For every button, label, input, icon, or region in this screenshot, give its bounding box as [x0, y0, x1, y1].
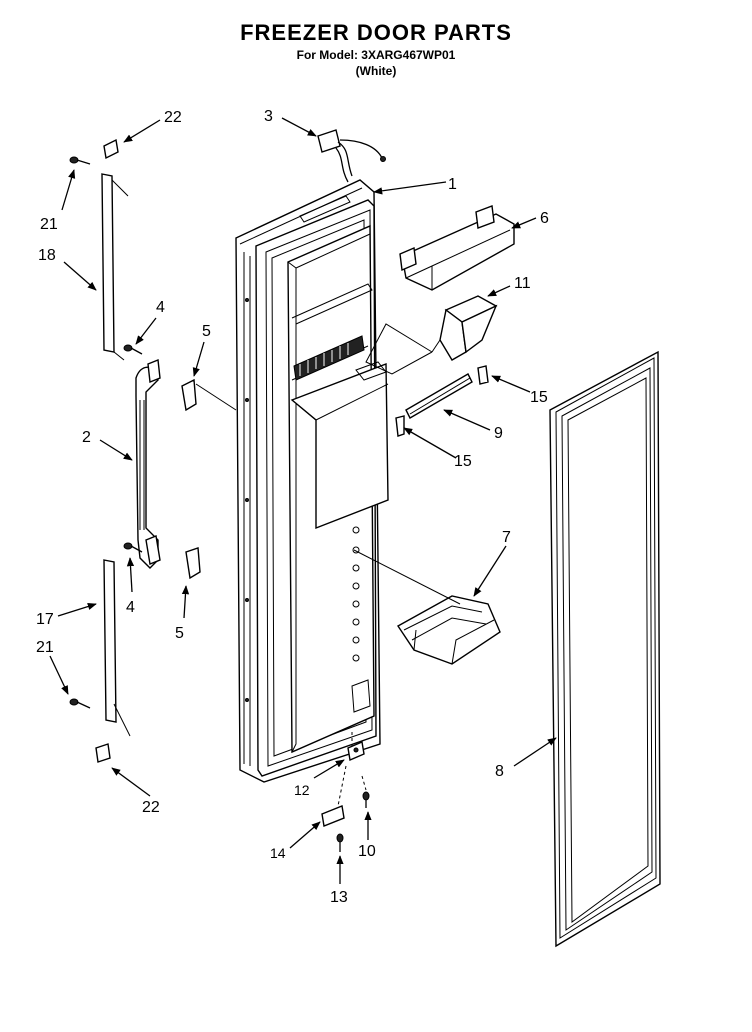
- upper-screw: [69, 156, 91, 165]
- upper-end-cap: [103, 138, 119, 160]
- door-shelf: [399, 205, 515, 291]
- callout-17: 17: [36, 611, 54, 628]
- lower-end-cap: [95, 743, 111, 763]
- hinge-pin-screw: [362, 791, 370, 808]
- upper-trim-strip: [101, 173, 115, 353]
- callout-12: 12: [294, 782, 310, 798]
- callout-21-lower: 21: [36, 639, 54, 656]
- freezer-door-panel: [235, 179, 389, 783]
- callout-labels: 1 2 3 4 4 5 5 6 7 8 9 10 11 12 13 14 15 …: [36, 108, 549, 906]
- door-handle: [135, 359, 161, 569]
- wire-harness: [317, 129, 386, 183]
- callout-5-lower: 5: [175, 625, 184, 642]
- callout-22-lower: 22: [142, 799, 160, 816]
- trim-plug-upper: [181, 378, 197, 412]
- callout-5-upper: 5: [202, 323, 211, 340]
- mounting-holes: [352, 526, 360, 662]
- guide-rail: [405, 373, 473, 419]
- callout-21-upper: 21: [40, 216, 58, 233]
- callout-13: 13: [330, 889, 348, 906]
- callout-18: 18: [38, 247, 56, 264]
- leader-lines: [49, 117, 557, 884]
- lower-trim-strip: [103, 559, 117, 723]
- callout-4-lower: 4: [126, 599, 135, 616]
- rail-clip-lower: [395, 415, 405, 437]
- dispenser-grill: [293, 335, 365, 381]
- diagram-title: FREEZER DOOR PARTS: [240, 20, 512, 45]
- callout-11: 11: [514, 275, 531, 292]
- hinge-bushing: [347, 741, 365, 761]
- lower-screw: [69, 698, 91, 709]
- color-line: (White): [355, 64, 397, 78]
- callout-9: 9: [494, 425, 503, 442]
- callout-10: 10: [358, 843, 376, 860]
- callout-15-lower: 15: [454, 453, 472, 470]
- trim-plug-lower: [185, 547, 201, 580]
- callout-4-upper: 4: [156, 299, 165, 316]
- callout-15-upper: 15: [530, 389, 548, 406]
- ice-bin: [353, 549, 501, 665]
- callout-7: 7: [502, 529, 511, 546]
- callout-8: 8: [495, 763, 504, 780]
- model-line: For Model: 3XARG467WP01: [296, 48, 456, 62]
- rail-clip-upper: [477, 365, 489, 385]
- callout-6: 6: [540, 210, 549, 227]
- hinge-bracket: [321, 805, 345, 827]
- handle-screw-upper: [123, 344, 143, 355]
- callout-2: 2: [82, 429, 91, 446]
- ice-chute: [365, 295, 498, 375]
- bracket-screw: [336, 833, 344, 852]
- callout-22-upper: 22: [164, 109, 182, 126]
- door-gasket: [549, 350, 661, 948]
- callout-14: 14: [270, 845, 286, 861]
- callout-1: 1: [448, 176, 457, 193]
- handle-screw-lower: [123, 542, 143, 553]
- callout-3: 3: [264, 108, 273, 125]
